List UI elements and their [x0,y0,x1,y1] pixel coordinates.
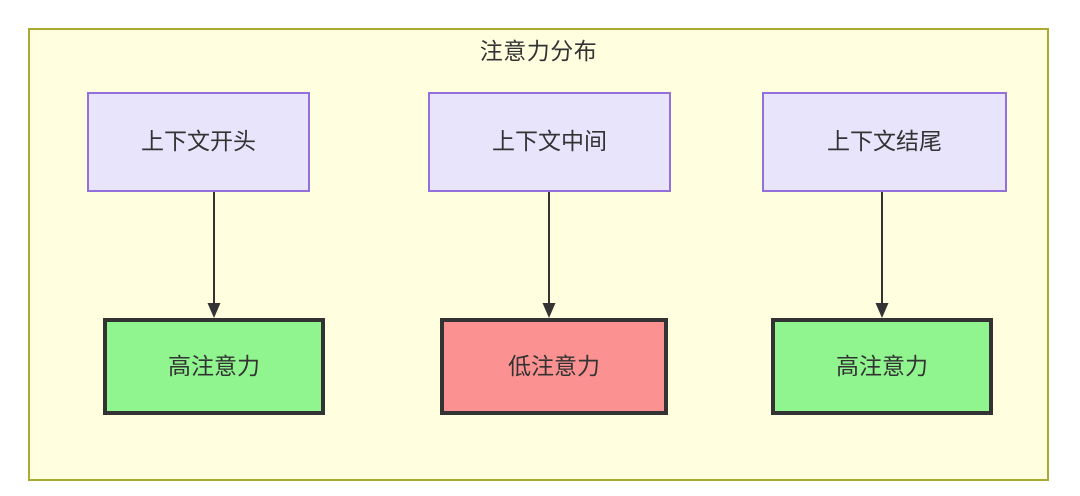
node-context-middle[interactable]: 上下文中间 [428,92,671,192]
node-attention-high-end[interactable]: 高注意力 [771,318,993,415]
diagram-title: 注意力分布 [479,38,598,64]
node-attention-low-middle[interactable]: 低注意力 [440,318,668,415]
node-context-start[interactable]: 上下文开头 [87,92,310,192]
node-context-end[interactable]: 上下文结尾 [762,92,1007,192]
node-attention-high-start[interactable]: 高注意力 [103,318,325,415]
